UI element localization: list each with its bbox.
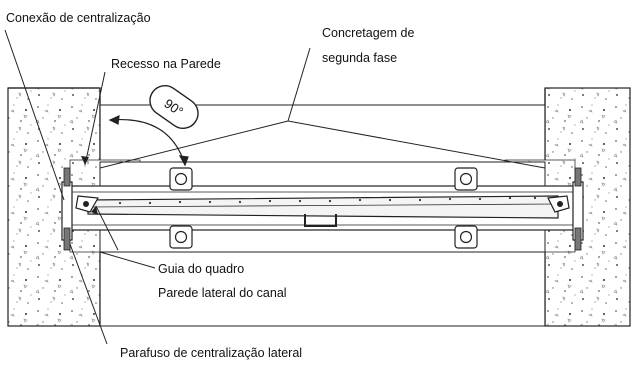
right-frame-guide xyxy=(547,167,584,251)
label-centering-connection: Conexão de centralização xyxy=(6,11,151,25)
label-frame-guide: Guia do quadro xyxy=(158,262,244,276)
gate-frame xyxy=(65,161,582,253)
gate-handle xyxy=(304,214,337,227)
leaf-rivets xyxy=(118,196,537,205)
label-channel-side-wall: Parede lateral do canal xyxy=(158,286,287,300)
left-frame-guide xyxy=(61,167,99,251)
leader-lines xyxy=(4,29,546,345)
leader-arrowheads xyxy=(81,156,98,215)
anchor-bolts xyxy=(169,167,478,249)
angle-badge: 90° xyxy=(149,84,199,130)
label-second-phase-concrete-1: Concretagem de xyxy=(322,26,414,40)
label-second-phase-concrete-2: segunda fase xyxy=(322,51,397,65)
label-wall-recess: Recesso na Parede xyxy=(111,57,221,71)
rotation-arc xyxy=(108,115,189,167)
label-lateral-centering-screw: Parafuso de centralização lateral xyxy=(120,346,302,360)
